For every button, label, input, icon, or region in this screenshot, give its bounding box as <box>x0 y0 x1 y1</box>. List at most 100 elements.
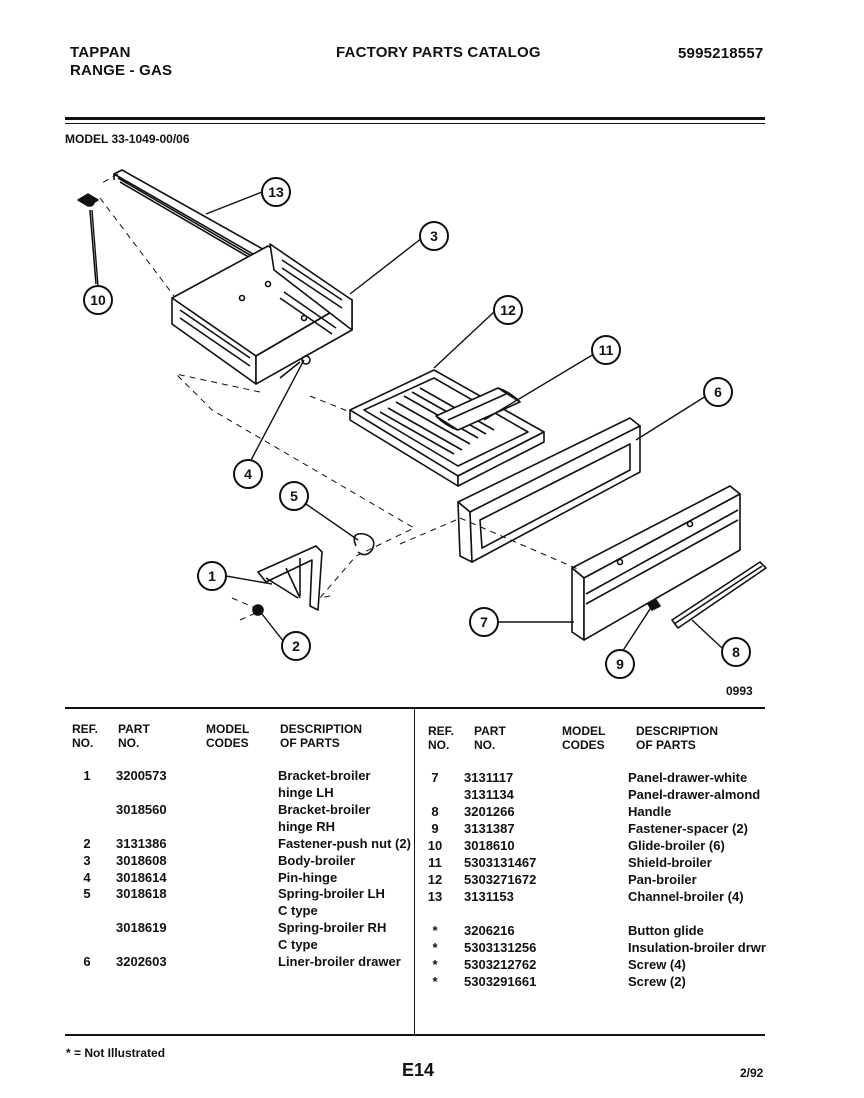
leader-3 <box>349 237 423 295</box>
header-rule-thin <box>65 123 765 124</box>
part-description: Channel-broiler (4) <box>628 889 744 904</box>
broiler-spring-part <box>353 532 375 556</box>
broiler-glide-part <box>77 193 99 285</box>
callout-circle-8 <box>721 637 751 667</box>
ref-number: 1 <box>83 768 91 783</box>
part-description: Liner-broiler drawer <box>278 954 401 969</box>
callout-circle-12 <box>493 295 523 325</box>
part-number: 3200573 <box>116 768 167 783</box>
leader-4 <box>249 359 305 463</box>
callout-label-13: 13 <box>268 184 284 200</box>
ref-number: 13 <box>427 889 443 904</box>
model-number: MODEL 33-1049-00/06 <box>65 132 190 146</box>
part-number: 5303212762 <box>464 957 537 972</box>
ref-number: * <box>432 923 438 938</box>
ref-number: 4 <box>83 870 91 885</box>
callout-label-10: 10 <box>90 292 106 308</box>
part-number: 5303131256 <box>464 940 537 955</box>
part-description: Glide-broiler (6) <box>628 838 725 853</box>
part-description: Spring-broiler RH <box>278 920 387 935</box>
table-center-divider <box>414 709 415 1034</box>
leader-13 <box>205 191 263 215</box>
callout-label-3: 3 <box>430 228 438 244</box>
part-description: Bracket-broiler <box>278 802 371 817</box>
part-number: 3206216 <box>464 923 515 938</box>
part-description: Screw (4) <box>628 957 686 972</box>
part-number: 3131386 <box>116 836 167 851</box>
revision-date: 2/92 <box>740 1066 764 1080</box>
part-number: 3201266 <box>464 804 515 819</box>
callout-label-8: 8 <box>732 644 740 660</box>
drawer-panel-part <box>571 485 741 641</box>
ref-number: 3 <box>83 853 91 868</box>
ref-number: 6 <box>83 954 91 969</box>
callout-label-11: 11 <box>599 342 614 358</box>
leader-8 <box>691 619 723 649</box>
part-description-line2: C type <box>278 903 318 918</box>
part-description: Spring-broiler LH <box>278 886 385 901</box>
part-number: 3131153 <box>464 889 514 904</box>
callout-label-12: 12 <box>500 302 516 318</box>
part-number: 3018619 <box>116 920 167 935</box>
exploded-parts-diagram: 13 3 10 12 11 6 4 5 1 2 7 9 8 0993 <box>77 169 767 698</box>
broiler-body-part <box>171 243 353 385</box>
leader-1 <box>225 575 273 585</box>
drawer-handle-part <box>671 561 767 629</box>
part-number: 5303271672 <box>464 872 537 887</box>
ref-number: 8 <box>431 804 439 819</box>
part-description: Fastener-push nut (2) <box>278 836 411 851</box>
table-top-rule <box>65 707 765 709</box>
part-number: 3018614 <box>116 870 167 885</box>
part-number: 3131134 <box>464 787 514 802</box>
leader-9 <box>621 605 653 653</box>
ref-number: * <box>432 974 438 989</box>
right-part-header: PART NO. <box>474 724 506 752</box>
ref-number: 9 <box>431 821 439 836</box>
ref-number: * <box>432 940 438 955</box>
part-description: Insulation-broiler drwr <box>628 940 766 955</box>
product-type: RANGE - GAS <box>70 62 173 79</box>
ref-number: 12 <box>427 872 443 887</box>
part-number: 3131387 <box>464 821 515 836</box>
callout-label-5: 5 <box>290 488 298 504</box>
part-number: 5303291661 <box>464 974 537 989</box>
part-number: 3018608 <box>116 853 167 868</box>
part-number: 3131117 <box>464 770 514 785</box>
callout-circle-1 <box>197 561 227 591</box>
leader-12 <box>433 311 495 369</box>
part-number: 3202603 <box>116 954 167 969</box>
callout-circle-11 <box>591 335 621 365</box>
callout-circle-2 <box>281 631 311 661</box>
footer-rule <box>65 1034 765 1036</box>
liner-drawer-part <box>457 417 641 563</box>
catalog-title: FACTORY PARTS CATALOG <box>336 44 541 61</box>
part-description: Pin-hinge <box>278 870 338 885</box>
right-ref-header: REF. NO. <box>428 724 455 752</box>
leader-2 <box>261 613 285 643</box>
header-rule-thick <box>65 117 765 120</box>
callout-label-4: 4 <box>244 466 252 482</box>
part-number: 3018610 <box>464 838 515 853</box>
leader-6 <box>635 395 707 441</box>
callout-label-7: 7 <box>480 614 488 630</box>
ref-number: 2 <box>83 836 91 851</box>
part-description: Body-broiler <box>278 853 356 868</box>
leader-11 <box>483 353 595 421</box>
callout-circle-3 <box>419 221 449 251</box>
callout-circle-13 <box>261 177 291 207</box>
leader-10 <box>91 209 99 287</box>
part-description: Fastener-spacer (2) <box>628 821 748 836</box>
not-illustrated-note: * = Not Illustrated <box>66 1046 166 1060</box>
push-nut-part <box>252 604 264 616</box>
ref-number: 11 <box>428 855 442 870</box>
broiler-pan-part <box>349 369 545 487</box>
broiler-shield-part <box>435 387 521 431</box>
right-desc-header: DESCRIPTION OF PARTS <box>636 724 719 752</box>
part-description-line2: hinge RH <box>278 819 336 834</box>
part-number: 3018618 <box>116 886 167 901</box>
catalog-number: 5995218557 <box>678 45 764 62</box>
right-model-header: MODEL CODES <box>562 724 606 752</box>
ref-number: 5 <box>83 886 91 901</box>
callout-label-2: 2 <box>292 638 300 654</box>
part-description: Screw (2) <box>628 974 686 989</box>
